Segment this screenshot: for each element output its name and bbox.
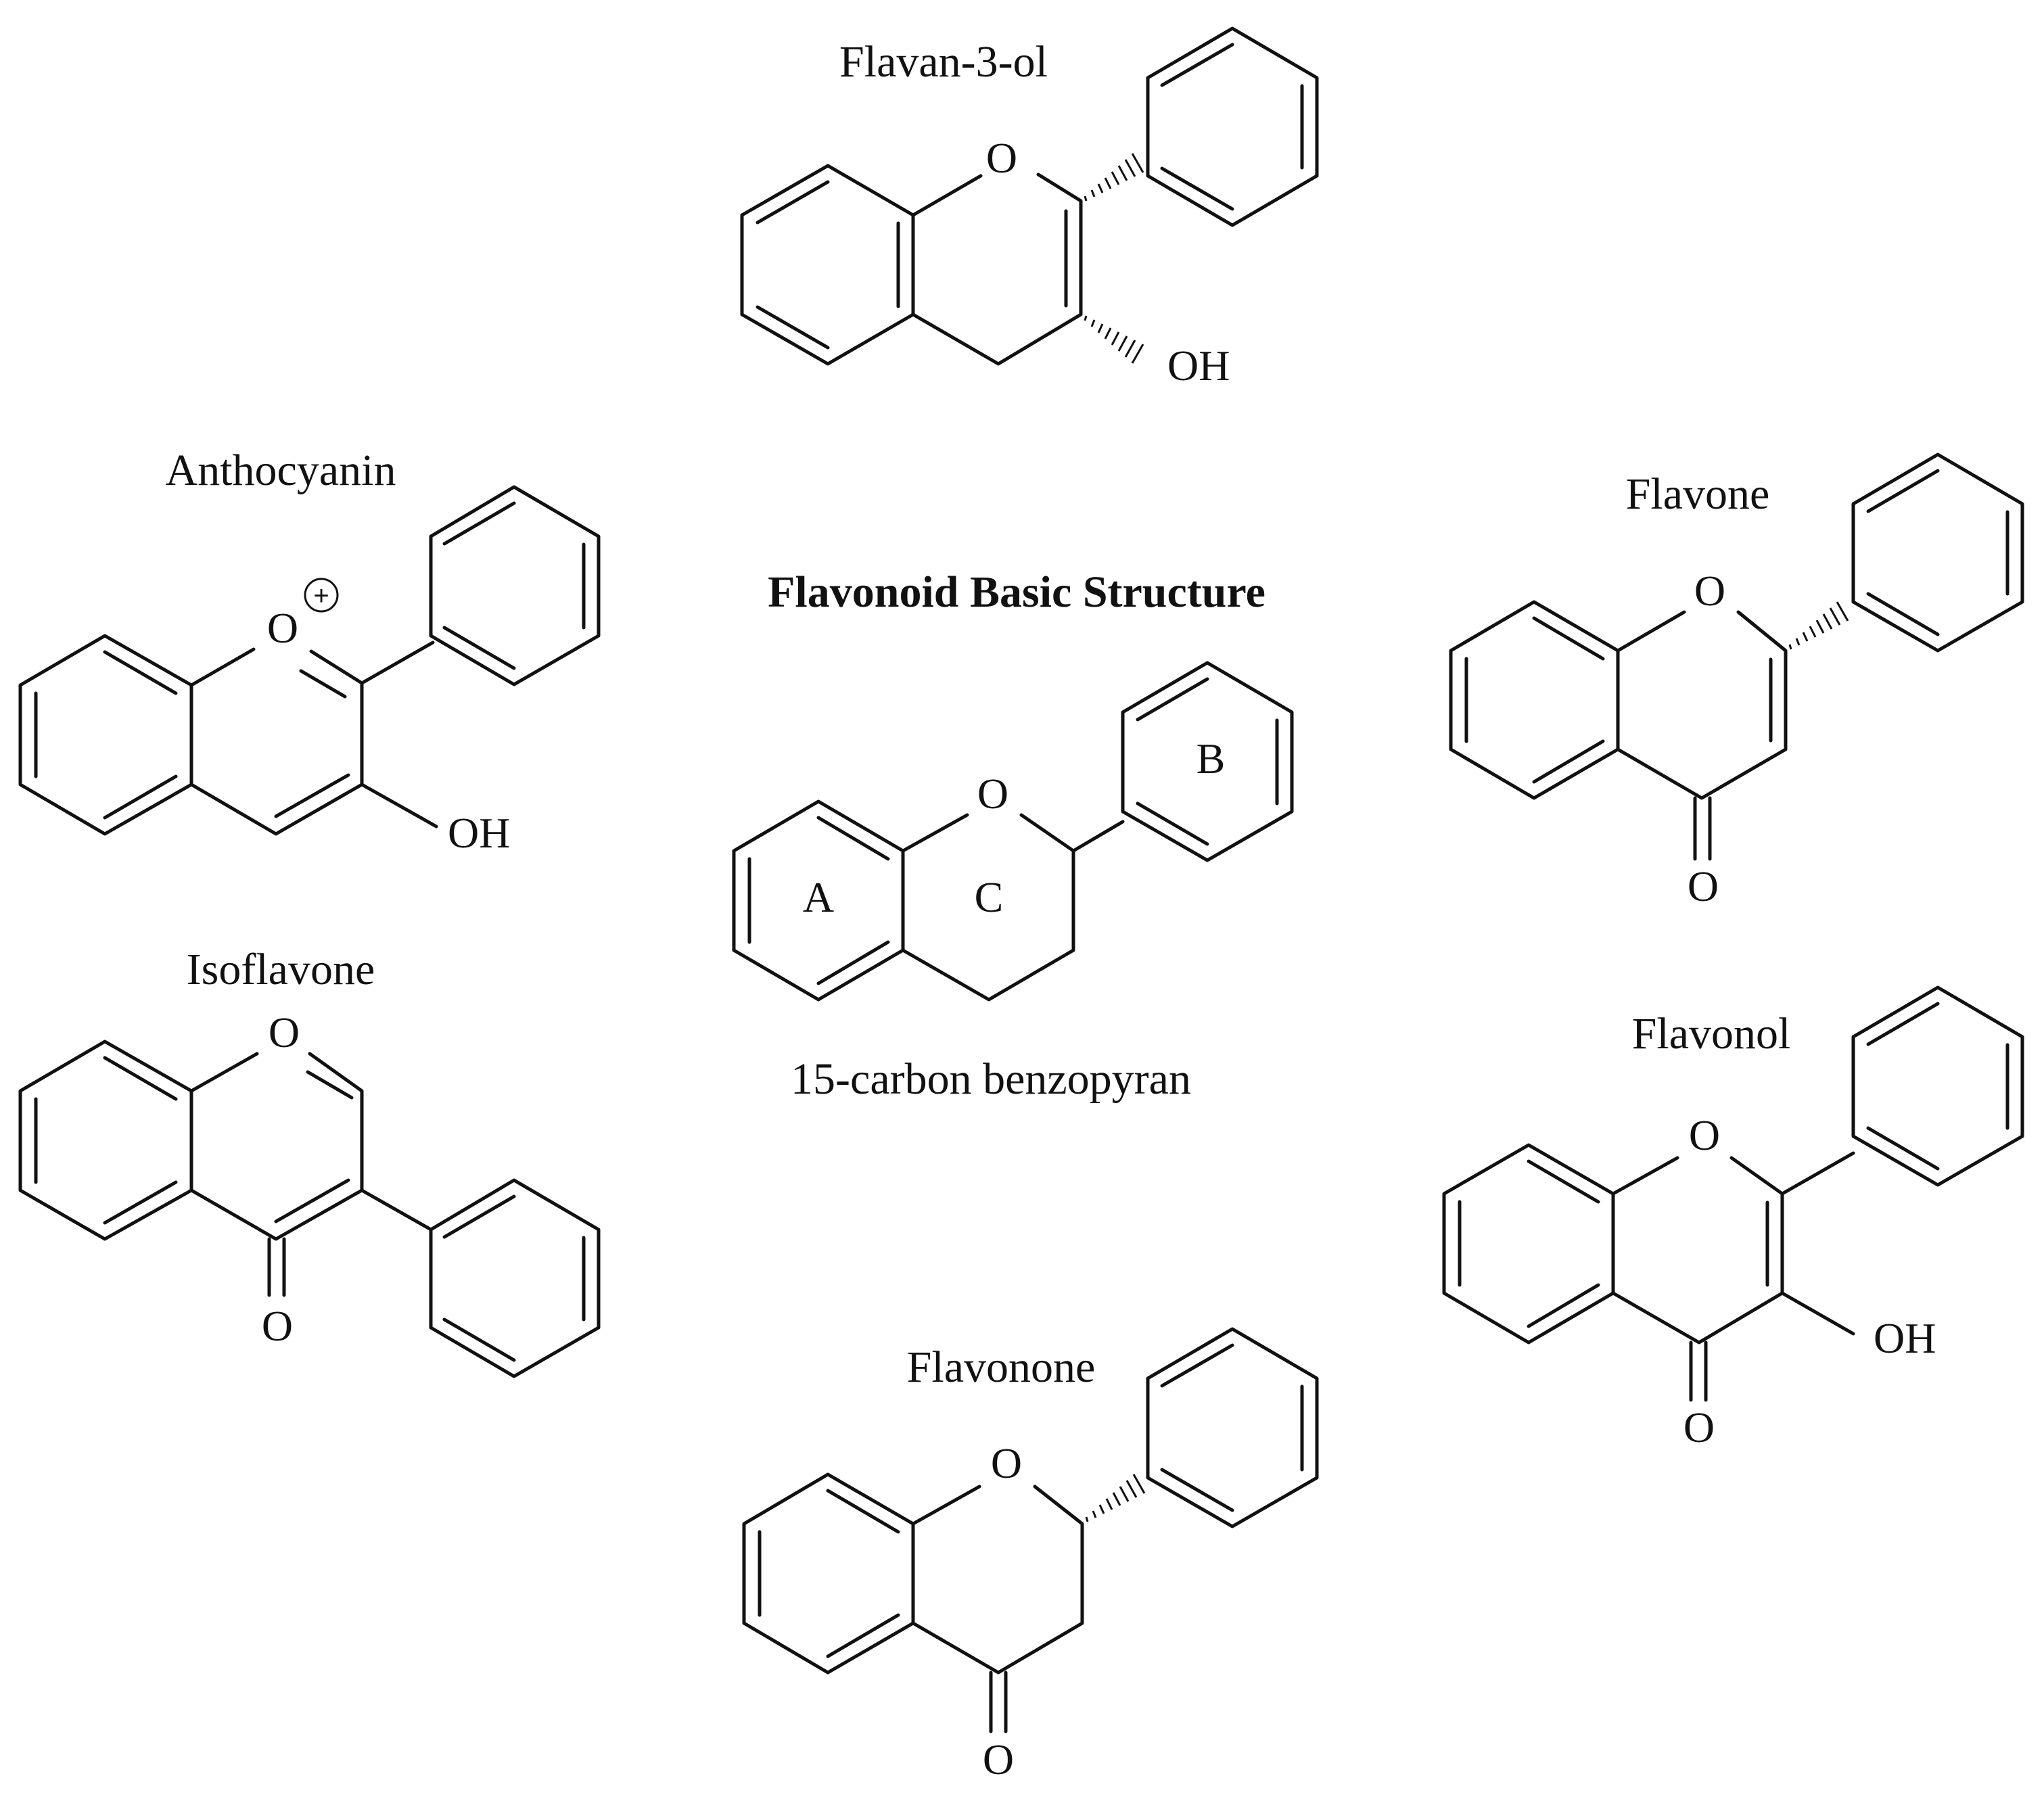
flavonone-ring-oxygen: O	[991, 1439, 1022, 1487]
basic-structure-title: Flavonoid Basic Structure	[768, 567, 1265, 617]
flavone-carbonyl-oxygen: O	[1688, 862, 1719, 910]
flavan-3-ol-ring-a	[740, 164, 915, 366]
flavonol-ring-a	[1442, 1143, 1615, 1345]
flavan-3-ol-hashed-bond-b	[1084, 153, 1144, 202]
flavonone-hashed-bond-b	[1085, 1474, 1146, 1522]
isoflavone-ring-c	[189, 1052, 259, 1093]
isoflavone-ring-oxygen: O	[269, 1008, 300, 1056]
flavonol-carbonyl-oxygen: O	[1683, 1403, 1715, 1451]
flavone-ring-a	[1449, 600, 1620, 800]
ring-label-c: C	[975, 873, 1004, 921]
anthocyanin-ring-c	[189, 647, 256, 687]
flavone-structure: Flavone O O	[1449, 452, 2024, 910]
flavonol-ring-c	[1611, 1156, 1679, 1196]
isoflavone-ring-a	[18, 1040, 193, 1241]
flavan-3-ol-ring-b	[1146, 26, 1319, 227]
flavan-3-ol-ring-c	[911, 174, 983, 217]
isoflavone-ring-b	[429, 1178, 601, 1378]
anthocyanin-positive-charge	[304, 578, 339, 613]
basic-structure-subtitle: 15-carbon benzopyran	[791, 1054, 1191, 1104]
ring-label-a: A	[803, 873, 834, 921]
flavonone-ring-c	[911, 1485, 981, 1526]
flavone-ring-c	[1616, 610, 1686, 653]
flavone-hashed-bond-b	[1788, 601, 1849, 650]
flavan-3-ol-hashed-bond-oh	[1084, 315, 1144, 364]
flavonol-title: Flavonol	[1632, 1009, 1791, 1058]
flavonone-ring-a	[742, 1472, 915, 1675]
flavonol-ring-oxygen: O	[1689, 1111, 1720, 1159]
flavone-ring-b	[1851, 452, 2024, 653]
flavonol-structure: Flavonol O O OH	[1442, 985, 2024, 1451]
basic-ring-c	[901, 813, 969, 853]
anthocyanin-ring-oxygen: O	[267, 604, 298, 652]
isoflavone-carbonyl-oxygen: O	[262, 1302, 293, 1350]
flavonone-structure: Flavonone O O	[742, 1327, 1319, 1783]
flavan-3-ol-ring-oxygen: O	[986, 134, 1017, 182]
flavan-3-ol-hydroxyl: OH	[1167, 342, 1230, 390]
flavonone-title: Flavonone	[907, 1343, 1096, 1392]
ring-label-b: B	[1197, 734, 1226, 783]
anthocyanin-ring-a	[18, 634, 193, 836]
flavonone-carbonyl-oxygen: O	[983, 1735, 1014, 1783]
isoflavone-title: Isoflavone	[187, 945, 375, 994]
anthocyanin-title: Anthocyanin	[166, 446, 396, 495]
flavonol-ring-b	[1851, 985, 2024, 1187]
flavan-3-ol-structure: Flavan-3-ol O OH	[740, 26, 1319, 390]
flavonone-ring-b	[1146, 1327, 1319, 1528]
anthocyanin-charge-sign: +	[313, 581, 329, 611]
basic-ring-b	[1121, 661, 1294, 862]
anthocyanin-ring-b	[429, 485, 601, 686]
flavonoid-basic-structure: Flavonoid Basic Structure A O C B 15-car…	[732, 567, 1294, 1104]
flavone-ring-oxygen: O	[1694, 567, 1725, 615]
anthocyanin-structure: Anthocyanin O + OH	[18, 446, 601, 857]
basic-ring-oxygen: O	[977, 770, 1008, 818]
flavone-title: Flavone	[1626, 469, 1770, 519]
flavan-3-ol-title: Flavan-3-ol	[839, 37, 1048, 87]
isoflavone-structure: Isoflavone O O	[18, 945, 601, 1378]
anthocyanin-hydroxyl: OH	[448, 809, 510, 857]
flavonol-hydroxyl: OH	[1874, 1314, 1936, 1362]
